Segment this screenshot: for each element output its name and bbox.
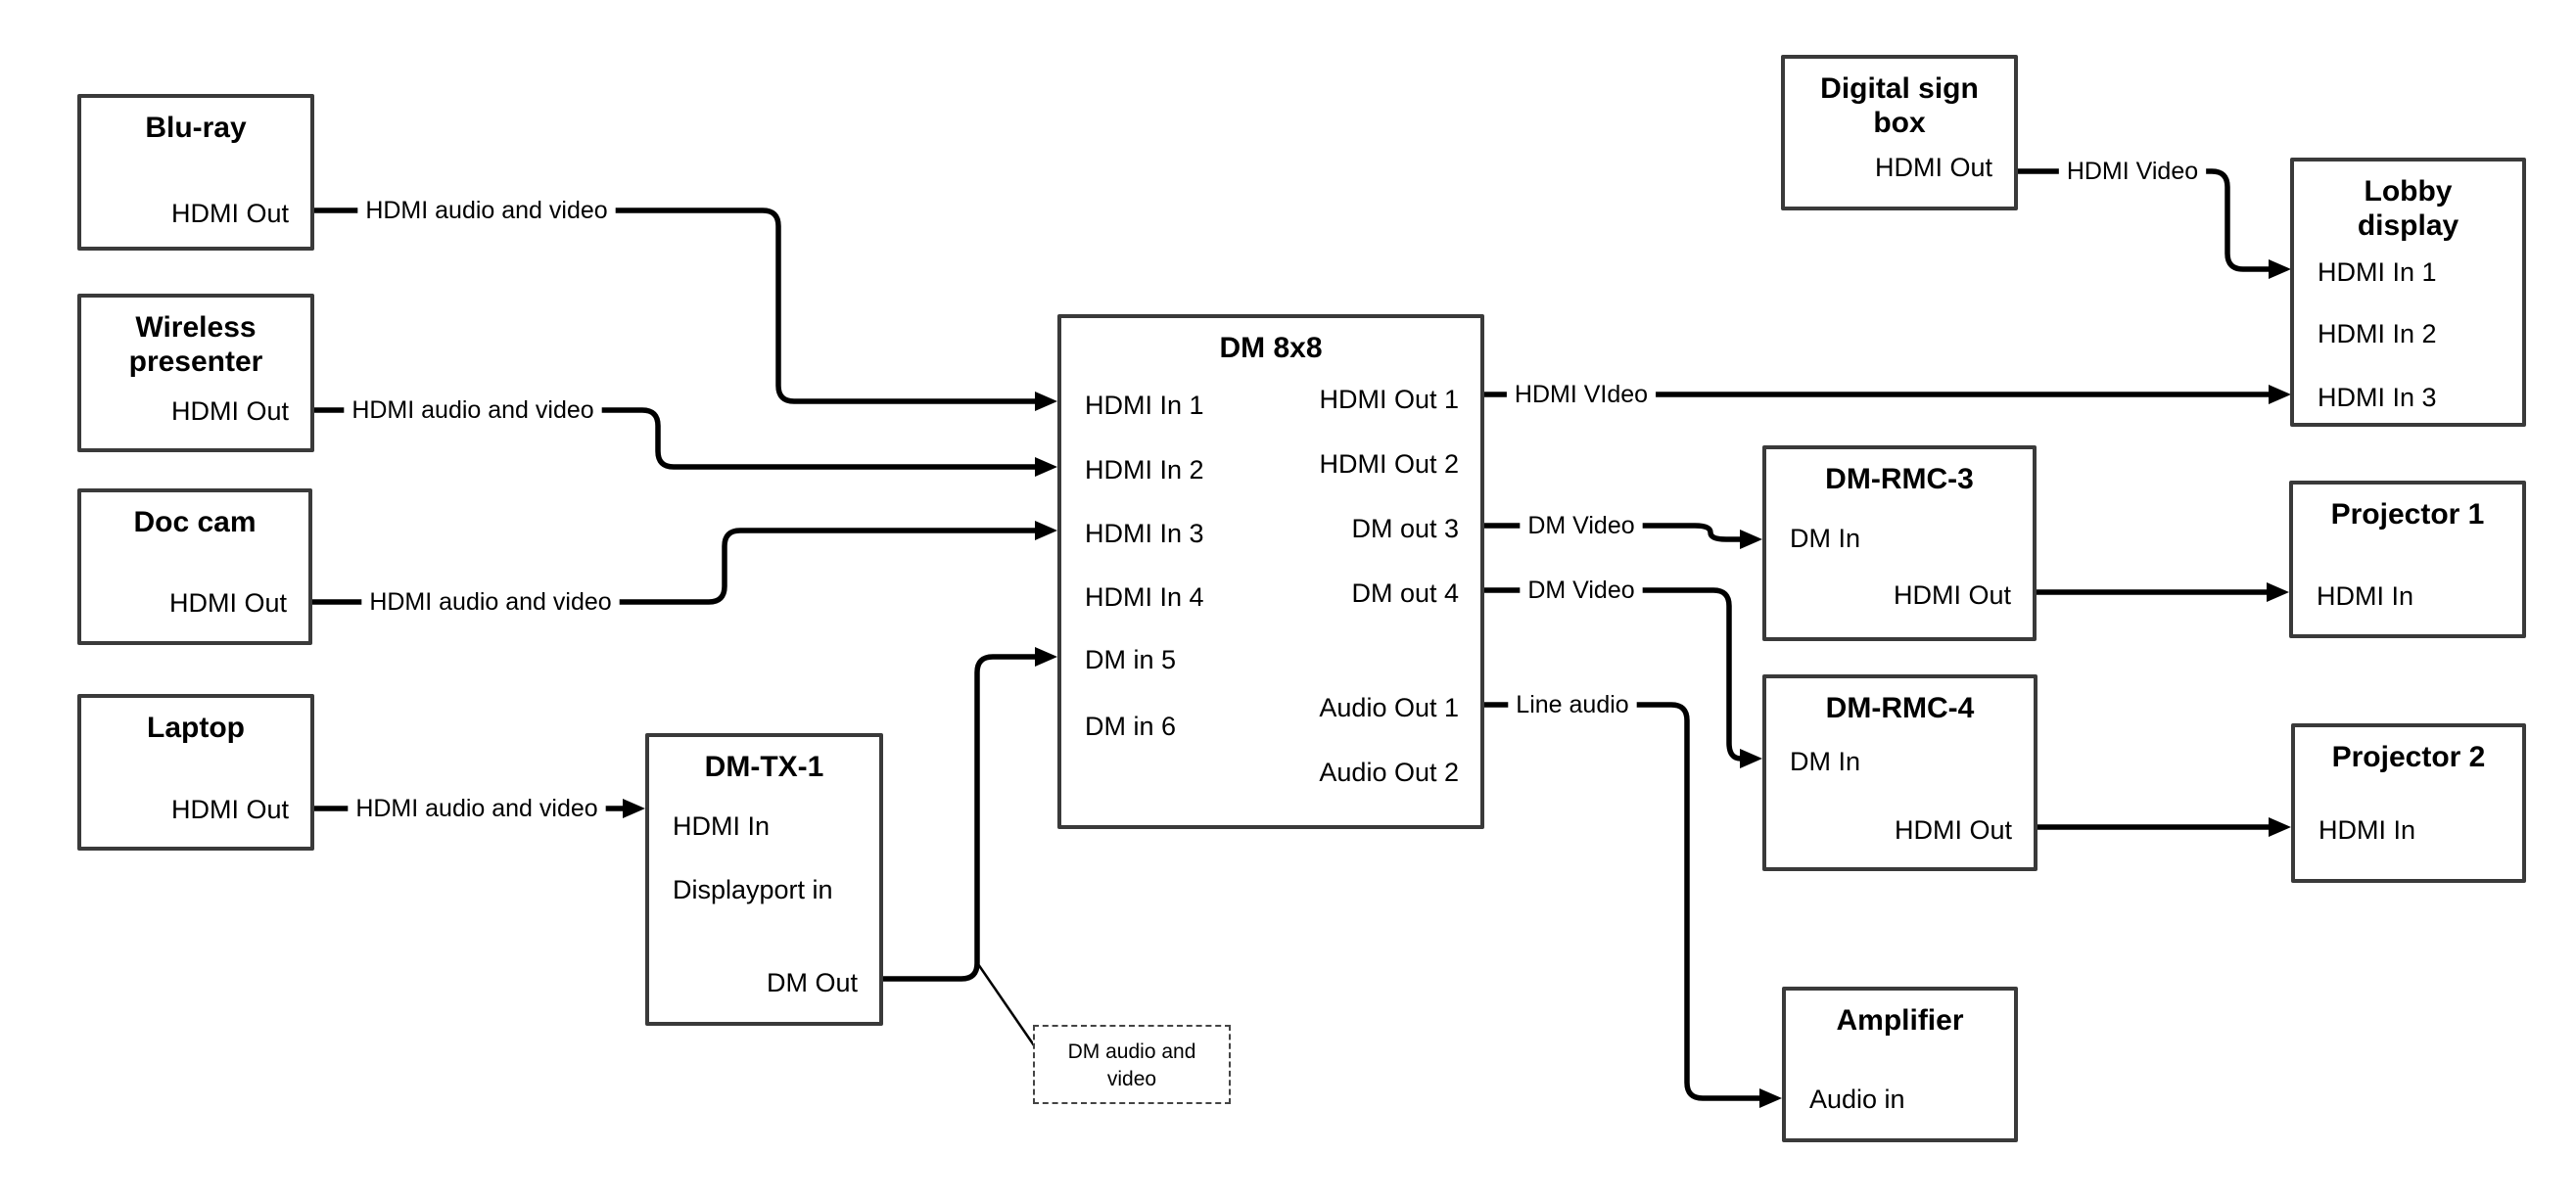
node-dm-rmc-4-port-hdmi-out: HDMI Out [1894, 814, 2012, 845]
note-dm-audio-video-note: DM audio and video [1033, 1025, 1231, 1104]
wire-label-backing [1520, 575, 1643, 606]
node-dm-rmc-3-port-dm-in: DM In [1790, 523, 1861, 553]
node-projector-1-port-hdmi-in: HDMI In [2317, 580, 2414, 611]
node-lobby-display-port-hdmi-in-2: HDMI In 2 [2318, 318, 2437, 348]
node-dm-8x8-port-hdmi-in-1: HDMI In 1 [1085, 390, 1204, 420]
wire-bluray-to-dm8x8-in1 [314, 208, 1057, 411]
wire-dm8x8-audio1-to-amplifier [1484, 702, 1782, 1108]
node-dm-tx-1-port-hdmi-in: HDMI In [673, 810, 771, 841]
node-dm-rmc-3-title: DM-RMC-3 [1825, 463, 1974, 495]
node-lobby-display-port-hdmi-in-3: HDMI In 3 [2318, 382, 2437, 412]
node-dm-tx-1-title: DM-TX-1 [704, 751, 824, 783]
node-dm-8x8-port-dm-out-3: DM out 3 [1351, 513, 1459, 543]
wire-label-backing [1520, 510, 1643, 541]
wire-dm8x8-out3-to-dmrmc3 [1484, 523, 1762, 549]
node-lobby-display-title: Lobby display [2357, 175, 2459, 242]
node-dm-8x8-port-audio-out-1: Audio Out 1 [1319, 692, 1459, 722]
wire-label-backing [2058, 156, 2207, 187]
node-dm-rmc-4-port-dm-in: DM In [1790, 746, 1861, 776]
wire-label-laptop-to-dmtx1: HDMI audio and video [355, 795, 597, 822]
node-projector-1: Projector 1 HDMI In [2289, 481, 2526, 638]
node-lobby-display-port-hdmi-in-1: HDMI In 1 [2318, 256, 2437, 287]
wire-label-doccam-to-dm8x8-in3: HDMI audio and video [369, 588, 611, 616]
node-doc-cam-title: Doc cam [133, 506, 257, 538]
note-leader-line [976, 963, 1036, 1046]
node-dm-8x8-port-dm-in-6: DM in 6 [1085, 711, 1177, 741]
wire-label-bluray-to-dm8x8-in1: HDMI audio and video [365, 197, 607, 224]
wire-label-wireless-to-dm8x8-in2: HDMI audio and video [351, 396, 593, 424]
wire-label-backing [357, 195, 616, 226]
wire-label-backing [348, 793, 606, 824]
wire-label-backing [361, 586, 620, 618]
node-dm-8x8-port-hdmi-out-2: HDMI Out 2 [1319, 448, 1459, 479]
node-dm-rmc-4-title: DM-RMC-4 [1825, 692, 1975, 724]
wire-digitalsign-to-lobby-in1 [2018, 168, 2291, 279]
node-doc-cam-port-hdmi-out: HDMI Out [168, 587, 287, 618]
node-digital-sign-box-title: Digital sign box [1820, 72, 1979, 139]
wire-label-dm8x8-audio1-to-amplifier: Line audio [1516, 691, 1628, 718]
node-dm-8x8-port-hdmi-in-4: HDMI In 4 [1085, 581, 1204, 612]
node-projector-2-port-hdmi-in: HDMI In [2318, 814, 2416, 845]
node-dm-rmc-4: DM-RMC-4 DM In HDMI Out [1762, 674, 2037, 871]
node-dm-tx-1-port-dm-out: DM Out [766, 967, 858, 997]
node-projector-2-title: Projector 2 [2331, 741, 2486, 773]
node-dm-8x8-port-audio-out-2: Audio Out 2 [1319, 757, 1459, 787]
node-dm-8x8-port-hdmi-in-2: HDMI In 2 [1085, 454, 1204, 485]
node-dm-rmc-3: DM-RMC-3 DM In HDMI Out [1762, 445, 2037, 641]
node-projector-1-title: Projector 1 [2330, 498, 2485, 531]
node-dm-8x8-title: DM 8x8 [1219, 332, 1323, 364]
node-dm-rmc-3-port-hdmi-out: HDMI Out [1893, 579, 2011, 610]
wire-label-digitalsign-to-lobby-in1: HDMI Video [2067, 158, 2198, 185]
node-laptop-port-hdmi-out: HDMI Out [170, 794, 289, 824]
wire-label-dm8x8-out3-to-dmrmc3: DM Video [1527, 512, 1634, 539]
node-wireless-presenter-port-hdmi-out: HDMI Out [170, 395, 289, 426]
node-laptop-title: Laptop [147, 712, 245, 744]
node-dm-tx-1-port-displayport-in: Displayport in [673, 874, 833, 904]
node-dm-8x8-port-dm-out-4: DM out 4 [1351, 577, 1459, 608]
node-digital-sign-box-port-hdmi-out: HDMI Out [1874, 152, 1992, 182]
wire-label-dm8x8-out1-to-lobby-in3: HDMI VIdeo [1515, 381, 1648, 408]
node-dm-8x8-port-dm-in-5: DM in 5 [1085, 644, 1177, 674]
wire-doccam-to-dm8x8-in3 [312, 521, 1057, 605]
wire-dm8x8-out4-to-dmrmc4 [1484, 587, 1762, 768]
wire-label-backing [1508, 689, 1637, 720]
node-dm-8x8-port-hdmi-in-3: HDMI In 3 [1085, 518, 1204, 548]
wire-dmtx1-to-dm8x8-in5 [883, 647, 1057, 982]
node-blu-ray-port-hdmi-out: HDMI Out [170, 198, 289, 228]
wire-label-backing [344, 394, 602, 426]
wire-label-backing [1506, 379, 1657, 410]
node-wireless-presenter-title: Wireless presenter [128, 311, 263, 378]
node-blu-ray-title: Blu-ray [145, 112, 247, 144]
note-text: DM audio and video [1067, 1040, 1196, 1090]
wire-label-dm8x8-out4-to-dmrmc4: DM Video [1527, 577, 1634, 604]
wire-wireless-to-dm8x8-in2 [314, 407, 1057, 477]
node-dm-8x8-port-hdmi-out-1: HDMI Out 1 [1319, 384, 1459, 414]
node-amplifier-title: Amplifier [1836, 1004, 1964, 1037]
node-amplifier-port-audio-in: Audio in [1809, 1084, 1905, 1114]
node-projector-2: Projector 2 HDMI In [2291, 723, 2526, 883]
